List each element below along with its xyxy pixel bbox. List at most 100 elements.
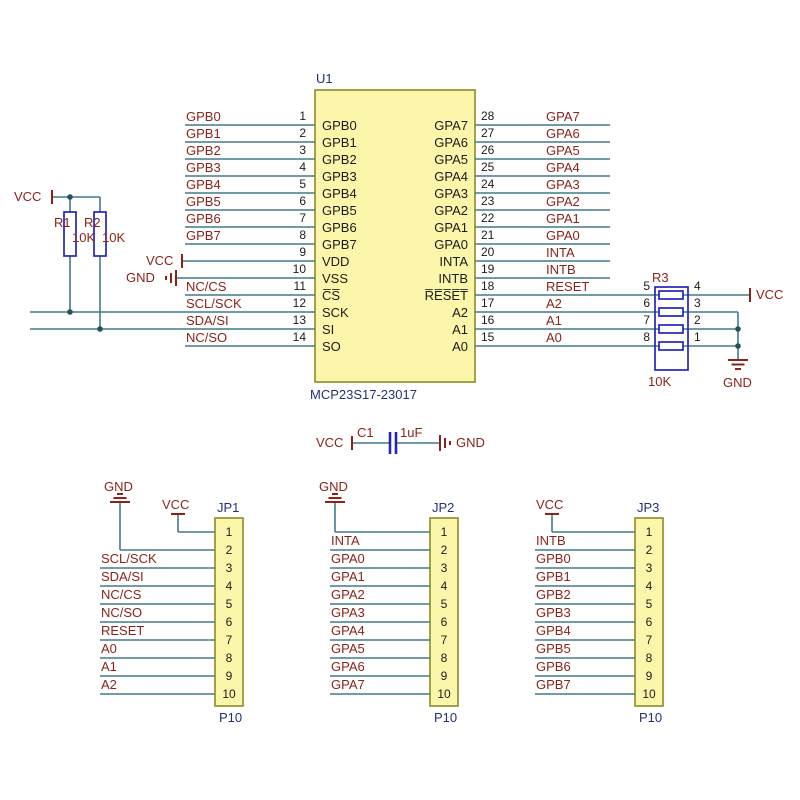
net-label: NC/CS (101, 587, 142, 602)
vcc-label: VCC (316, 435, 344, 450)
pin-name: GPA6 (434, 135, 468, 150)
jp3-body (634, 517, 664, 707)
net-label (331, 514, 365, 532)
net-label (186, 244, 242, 261)
pin-number: 9 (645, 669, 653, 683)
pin-name: GPB1 (322, 135, 357, 150)
net-label: A0 (546, 330, 562, 345)
wires (30, 124, 750, 695)
pin-number: 10 (437, 687, 451, 701)
pin-number: 3 (694, 296, 701, 310)
pin-number: 6 (225, 615, 233, 629)
net-label: INTA (546, 245, 575, 260)
pin-number: 10 (642, 687, 656, 701)
jp3-refdes: JP3 (637, 500, 660, 515)
net-label: GPA6 (546, 126, 580, 141)
pin-name: INTA (439, 254, 468, 269)
net-label: GPA0 (546, 228, 580, 243)
pin-number: 14 (292, 330, 306, 344)
pin-name: SCK (322, 305, 349, 320)
r3-refdes: R3 (652, 270, 669, 285)
net-label: GPB4 (536, 623, 571, 638)
r3-element-2 (658, 307, 684, 317)
pin-number: 3 (299, 143, 306, 157)
vcc-label: VCC (14, 189, 42, 204)
pin-number: 3 (645, 561, 653, 575)
net-label: A0 (101, 641, 117, 656)
u1-body (314, 89, 476, 383)
pin-number: 16 (481, 313, 495, 327)
pin-number: 5 (440, 597, 448, 611)
pin-name: VDD (322, 254, 350, 269)
pin-number: 5 (643, 279, 650, 293)
pin-number: 2 (225, 543, 233, 557)
pin-number: 7 (225, 633, 233, 647)
vcc-label: VCC (756, 287, 784, 302)
c1-value: 1uF (400, 425, 423, 440)
net-label: RESET (101, 623, 145, 638)
net-label: GPA2 (546, 194, 580, 209)
net-label: GPB6 (536, 659, 571, 674)
pin-number: 7 (440, 633, 448, 647)
r2-symbol (93, 211, 107, 257)
pin-name: GPB6 (322, 220, 357, 235)
pin-number: 7 (299, 211, 306, 225)
pin-name: A2 (452, 305, 468, 320)
pin-number: 7 (645, 633, 653, 647)
r2-value: 10K (102, 230, 126, 245)
r1-refdes: R1 (54, 215, 71, 230)
jp2-body (429, 517, 459, 707)
pin-name: GPA4 (434, 169, 468, 184)
pin-number: 1 (299, 109, 306, 123)
net-label: NC/SO (101, 605, 143, 620)
jp2-part-number: P10 (434, 710, 458, 725)
pin-number: 6 (440, 615, 448, 629)
net-label: SCL/SCK (186, 296, 242, 311)
net-label (186, 261, 242, 278)
net-label: GPB5 (186, 194, 221, 209)
pin-number: 8 (299, 228, 306, 242)
pin-name: R̅E̅S̅E̅T̅ (424, 288, 468, 303)
net-label: SDA/SI (186, 313, 229, 328)
pin-number: 1 (225, 525, 233, 539)
net-label: GPB5 (536, 641, 571, 656)
vcc-label: VCC (536, 497, 564, 512)
gnd-label: GND (126, 270, 155, 285)
pin-number: 2 (694, 313, 701, 327)
u1-part-number: MCP23S17-23017 (310, 387, 417, 402)
pin-number: 6 (645, 615, 653, 629)
net-label: A1 (546, 313, 562, 328)
net-label: A1 (101, 659, 117, 674)
net-label: GPA3 (546, 177, 580, 192)
net-label: GPB4 (186, 177, 221, 192)
net-label: GPB0 (186, 109, 221, 124)
pin-number: 6 (299, 194, 306, 208)
net-label: GPA4 (331, 623, 365, 638)
net-label: GPB3 (536, 605, 571, 620)
r1-value: 10K (72, 230, 96, 245)
net-label: NC/SO (186, 330, 228, 345)
pin-name: A0 (452, 339, 468, 354)
pin-number: 8 (645, 651, 653, 665)
r1-symbol (63, 211, 77, 257)
net-label: GPB6 (186, 211, 221, 226)
net-label: GPA4 (546, 160, 580, 175)
r3-element-3 (658, 324, 684, 334)
r3-element-4 (658, 341, 684, 351)
pin-number: 10 (222, 687, 236, 701)
net-label: GPB2 (536, 587, 571, 602)
net-label: GPA1 (331, 569, 365, 584)
pin-number: 4 (440, 579, 448, 593)
net-label: GPA5 (331, 641, 365, 656)
r3-value: 10K (648, 374, 672, 389)
net-label: GPB2 (186, 143, 221, 158)
jp1-refdes: JP1 (217, 500, 240, 515)
pin-number: 27 (481, 126, 495, 140)
resistor-capacitor-symbols (63, 211, 689, 454)
